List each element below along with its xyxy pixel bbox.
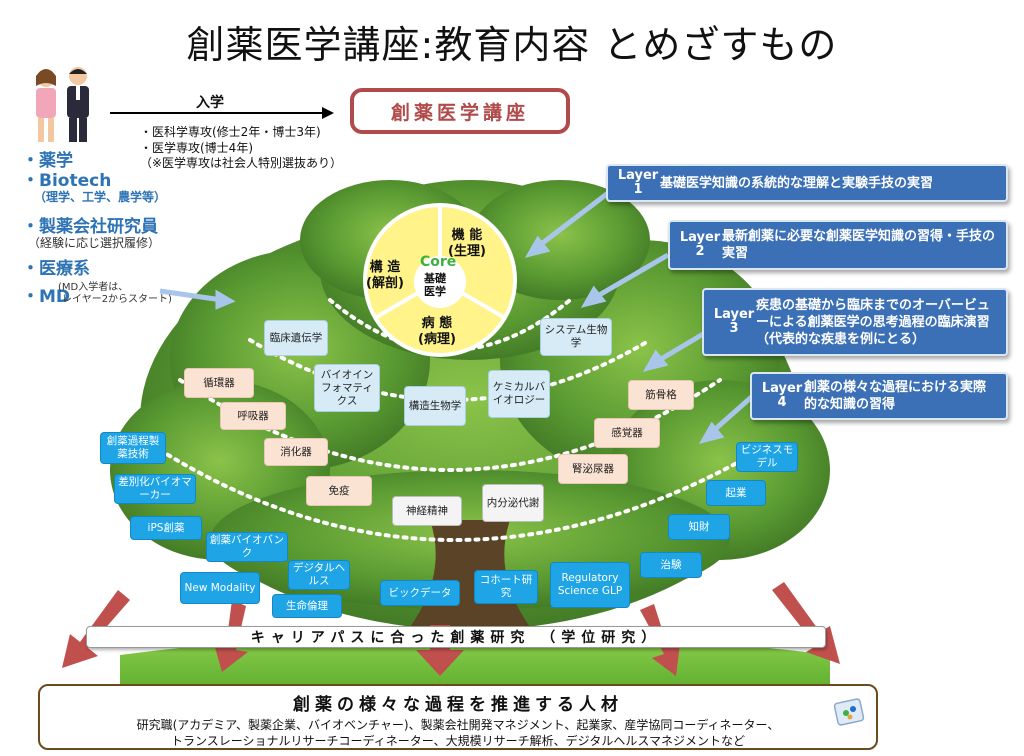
box-cohort: コホート研究 [474, 570, 538, 604]
admission-line-2: ・医学専攻(博士4年) [140, 141, 253, 155]
left-company: ・製薬会社研究員 [22, 217, 158, 237]
box-clinical-genetics: 臨床遺伝学 [264, 320, 328, 356]
box-business-model: ビジネスモデル [736, 442, 798, 472]
layer-arc-4 [158, 448, 762, 542]
box-immunity: 免疫 [306, 476, 372, 506]
left-medical: ・医療系 [22, 259, 90, 279]
box-new-modality: New Modality [180, 572, 260, 604]
box-bioethics: 生命倫理 [272, 594, 342, 618]
career-path-bar: キャリアパスに合った創薬研究 （学位研究） [86, 626, 826, 648]
box-ip: 知財 [668, 514, 730, 540]
talent-box: 創薬の様々な過程を推進する人材 研究職(アカデミア、製薬企業、バイオベンチャー)… [38, 684, 878, 750]
box-digestive: 消化器 [264, 438, 328, 466]
box-clinical-trial: 治験 [640, 552, 702, 578]
box-musculoskeletal: 筋骨格 [628, 380, 694, 410]
box-circulatory: 循環器 [184, 368, 254, 398]
core-function: 機 能(生理) [448, 228, 486, 259]
box-structural-biology: 構造生物学 [404, 386, 466, 426]
core-circle [363, 203, 517, 357]
core-structure: 構 造(解剖) [366, 260, 404, 291]
box-drug-bio-bank: 創薬バイオバンク [206, 532, 288, 562]
core-label: Core [420, 254, 457, 270]
box-urology: 腎泌尿器 [558, 454, 628, 484]
box-regulatory: Regulatory Science GLP [550, 562, 630, 608]
left-biotech: ・Biotech [22, 171, 112, 191]
box-systems-biology: システム生物学 [540, 318, 612, 356]
box-sensory: 感覚器 [594, 418, 660, 448]
page-title: 創薬医学講座:教育内容 とめざすもの [186, 23, 838, 67]
talent-title: 創薬の様々な過程を推進する人材 [293, 695, 623, 715]
box-neuropsych: 神経精神 [392, 496, 462, 526]
course-name-box: 創薬医学講座 [350, 88, 570, 134]
document-icon [832, 698, 866, 728]
box-respiratory: 呼吸器 [220, 402, 286, 430]
box-process: 創薬過程製薬技術 [100, 432, 166, 464]
left-md-sub: (MD入学者は、 レイヤー2からスタート) [58, 282, 172, 305]
admission-label: 入学 [196, 95, 224, 111]
box-digital-health: デジタルヘルス [288, 560, 350, 590]
box-differentiated-bio: 差別化バイオマーカー [114, 474, 196, 504]
talent-description: 研究職(アカデミア、製薬企業、バイオベンチャー)、製薬会社開発マネジメント、起業… [136, 718, 780, 748]
core-pathology: 病 態(病理) [418, 316, 456, 347]
admission-line-1: ・医科学専攻(修士2年・博士3年) [140, 125, 321, 139]
core-center: 基礎医学 [424, 272, 446, 298]
left-md: ・MD [22, 287, 71, 307]
left-company-sub: （経験に応じ選択履修） [28, 236, 161, 250]
box-endocrine: 内分泌代謝 [482, 484, 544, 522]
box-startup: 起業 [706, 480, 766, 506]
layer-arc-1 [328, 298, 572, 352]
box-bioinformatics: バイオインフォマティクス [314, 364, 380, 412]
left-pharmacy: ・薬学 [22, 151, 73, 171]
box-big-data: ビックデータ [380, 580, 460, 606]
tree-trunk [400, 520, 540, 640]
box-chemical-biology: ケミカルバイオロジー [488, 370, 550, 418]
admission-line-3: （※医学専攻は社会人特別選抜あり） [140, 156, 343, 170]
box-ips: iPS創薬 [130, 516, 202, 540]
students-icon [24, 64, 104, 144]
left-biotech-sub: （理学、工学、農学等） [34, 190, 167, 204]
